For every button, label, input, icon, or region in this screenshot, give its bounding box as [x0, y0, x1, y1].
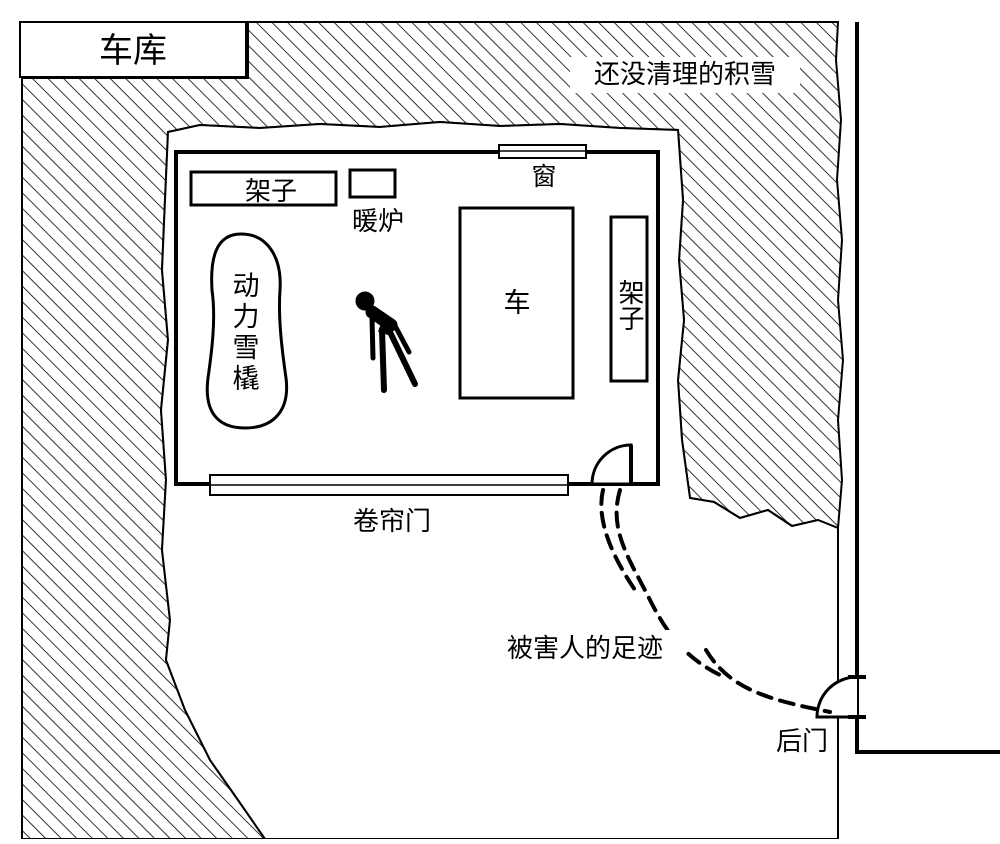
snowmobile-label-4: 橇 [233, 364, 260, 395]
footprints-label-bg [494, 630, 684, 664]
shelf-right [609, 215, 649, 383]
snow-label-bg [570, 57, 800, 93]
rolling-door-label: 卷帘门 [353, 507, 431, 537]
footprints-label: 被害人的足迹 [507, 634, 663, 664]
back-door-label: 后门 [776, 727, 828, 757]
snow-label: 还没清理的积雪 [594, 60, 776, 90]
snowmobile-label-2: 力 [233, 302, 260, 333]
snowmobile-icon [205, 232, 289, 430]
heater-label: 暖炉 [352, 207, 404, 237]
snowmobile-label-1: 动 [233, 271, 260, 302]
title-box [19, 21, 247, 78]
heater-icon [348, 168, 397, 199]
car-label: 车 [504, 288, 531, 319]
side-door-icon [590, 443, 633, 486]
shelf-top [189, 170, 338, 207]
car [458, 206, 575, 400]
shelf-right-label-1: 架子 [614, 279, 644, 331]
snowmobile-label-3: 雪 [233, 333, 260, 364]
victim-figure-icon [355, 291, 418, 393]
window-label: 窗 [531, 162, 556, 191]
page-title: 车库 [99, 31, 167, 71]
victim-footprints-lower [704, 648, 832, 714]
victim-footprints-alt [599, 488, 637, 592]
victim-footprints [614, 488, 722, 677]
shelf-top-label: 架子 [245, 177, 297, 207]
property-wall [855, 22, 1000, 754]
